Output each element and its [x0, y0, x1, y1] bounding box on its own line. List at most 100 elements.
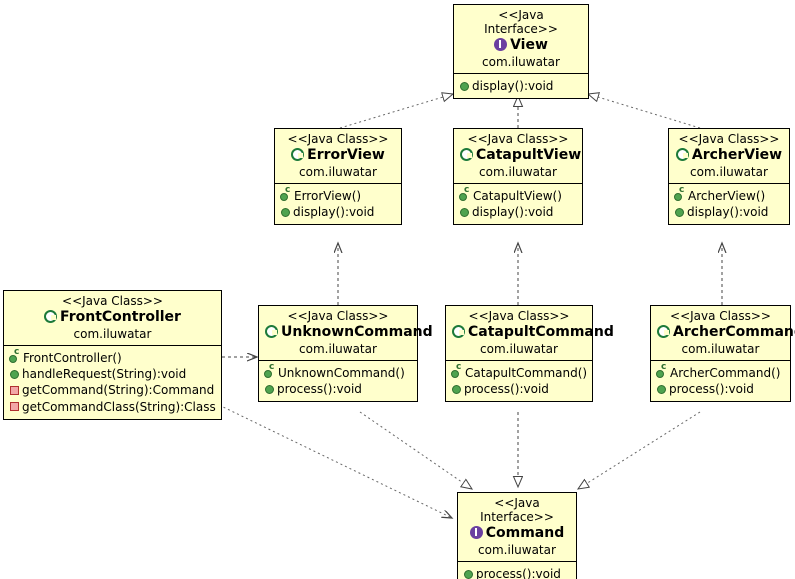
member-row[interactable]: c ErrorView() [279, 186, 397, 204]
class-box-catapultcommand[interactable]: <<Java Class>> CatapultCommand com.iluwa… [445, 305, 614, 403]
edge-archerview-to-view [588, 94, 701, 129]
divider [458, 561, 576, 565]
members-compartment: c UnknownCommand() process():void [259, 362, 417, 401]
package-label: com.iluwatar [478, 543, 556, 558]
class-icon [44, 309, 58, 323]
divider [669, 183, 789, 187]
member-row[interactable]: c ArcherCommand() [655, 363, 786, 381]
class-box-catapultview[interactable]: <<Java Class>> CatapultView com.iluwatar… [453, 128, 583, 226]
members-compartment: c ArcherView() display():void [669, 185, 789, 224]
members-compartment: c CatapultView() display():void [454, 185, 582, 224]
divider [259, 360, 417, 364]
members-compartment: c ErrorView() display():void [275, 185, 401, 224]
class-box-frontcontroller[interactable]: <<Java Class>> FrontController com.iluwa… [3, 290, 222, 420]
stereotype-label: <<Java Class>> [287, 132, 389, 146]
package-label: com.iluwatar [299, 341, 377, 356]
class-name: ErrorView [281, 147, 395, 164]
class-name: FrontController [10, 309, 215, 326]
member-label: getCommandClass(String):Class [22, 399, 216, 414]
member-row[interactable]: getCommandClass(String):Class [8, 399, 217, 415]
class-name: ArcherView [675, 147, 783, 164]
member-row[interactable]: c CatapultCommand() [450, 363, 588, 381]
member-row[interactable]: process():void [655, 381, 786, 397]
members-compartment: display():void [454, 75, 588, 98]
edge-frontcontroller-to-command [218, 404, 452, 518]
class-box-unknowncommand[interactable]: <<Java Class>> UnknownCommand com.iluwat… [258, 305, 433, 403]
package-label: com.iluwatar [482, 55, 560, 70]
member-row[interactable]: display():void [279, 204, 397, 220]
constructor-icon: c [450, 363, 462, 379]
member-label: FrontController() [23, 351, 122, 366]
members-compartment: c CatapultCommand() process():void [446, 362, 592, 401]
class-box-archerview[interactable]: <<Java Class>> ArcherView com.iluwatar c… [668, 128, 790, 226]
member-row[interactable]: process():void [462, 566, 572, 579]
class-name: CatapultCommand [452, 324, 614, 341]
constructor-icon: c [8, 348, 20, 364]
class-box-command[interactable]: <<Java Interface>> Command com.iluwatar … [457, 492, 577, 579]
divider [4, 345, 221, 349]
member-row[interactable]: process():void [450, 381, 588, 397]
members-compartment: c ArcherCommand() process():void [651, 362, 790, 401]
member-row[interactable]: c FrontController() [8, 348, 217, 366]
members-compartment: c FrontController() handleRequest(String… [4, 347, 221, 419]
constructor-icon: c [279, 186, 291, 202]
box-header: <<Java Class>> ArcherView com.iluwatar [669, 129, 789, 183]
box-header: <<Java Class>> FrontController com.iluwa… [4, 291, 221, 345]
member-row[interactable]: c UnknownCommand() [263, 363, 413, 381]
member-row[interactable]: c CatapultView() [458, 186, 578, 204]
class-name: ArcherCommand [657, 324, 795, 341]
stereotype-label: <<Java Interface>> [480, 496, 554, 525]
box-header: <<Java Class>> ArcherCommand com.iluwata… [651, 306, 795, 360]
class-name: Command [464, 525, 570, 542]
member-label: CatapultView() [473, 189, 562, 204]
edge-unknowncommand-to-command [359, 411, 472, 489]
members-compartment: process():void [458, 563, 576, 579]
constructor-icon: c [655, 363, 667, 379]
public-member-icon [460, 207, 469, 217]
class-name: UnknownCommand [265, 324, 433, 341]
class-icon [291, 147, 305, 161]
divider [651, 360, 790, 364]
private-member-icon [10, 402, 19, 412]
member-label: display():void [472, 79, 554, 94]
stereotype-label: <<Java Class>> [670, 309, 771, 323]
private-member-icon [10, 386, 19, 396]
class-icon [657, 324, 670, 338]
package-label: com.iluwatar [480, 341, 558, 356]
member-row[interactable]: display():void [458, 204, 578, 220]
member-row[interactable]: display():void [458, 78, 584, 94]
interface-icon [494, 38, 508, 52]
public-member-icon [452, 384, 461, 394]
public-member-icon [657, 384, 666, 394]
box-header: <<Java Class>> CatapultCommand com.iluwa… [446, 306, 614, 360]
constructor-icon: c [673, 186, 685, 202]
member-row[interactable]: process():void [263, 381, 413, 397]
class-icon [452, 324, 465, 338]
package-label: com.iluwatar [681, 341, 760, 356]
stereotype-label: <<Java Interface>> [484, 8, 558, 37]
member-label: ArcherCommand() [670, 366, 781, 381]
class-box-view[interactable]: <<Java Interface>> View com.iluwatar dis… [453, 4, 589, 100]
member-label: process():void [277, 382, 362, 397]
package-label: com.iluwatar [479, 164, 557, 179]
stereotype-label: <<Java Class>> [62, 294, 163, 308]
member-row[interactable]: getCommand(String):Command [8, 382, 217, 398]
edge-errorview-to-view [339, 94, 453, 129]
member-label: ErrorView() [294, 189, 362, 204]
class-box-archercommand[interactable]: <<Java Class>> ArcherCommand com.iluwata… [650, 305, 795, 403]
member-row[interactable]: handleRequest(String):void [8, 366, 217, 382]
box-header: <<Java Class>> ErrorView com.iluwatar [275, 129, 401, 183]
stereotype-label: <<Java Class>> [468, 309, 570, 323]
member-label: display():void [687, 205, 769, 220]
member-row[interactable]: c ArcherView() [673, 186, 785, 204]
member-row[interactable]: display():void [673, 204, 785, 220]
box-header: <<Java Interface>> View com.iluwatar [454, 5, 588, 73]
public-member-icon [464, 569, 473, 579]
stereotype-label: <<Java Class>> [678, 132, 780, 146]
edge-archercommand-to-command [578, 411, 701, 489]
public-member-icon [281, 207, 290, 217]
class-box-errorview[interactable]: <<Java Class>> ErrorView com.iluwatar c … [274, 128, 402, 226]
public-member-icon [265, 384, 274, 394]
class-name: View [460, 37, 582, 54]
